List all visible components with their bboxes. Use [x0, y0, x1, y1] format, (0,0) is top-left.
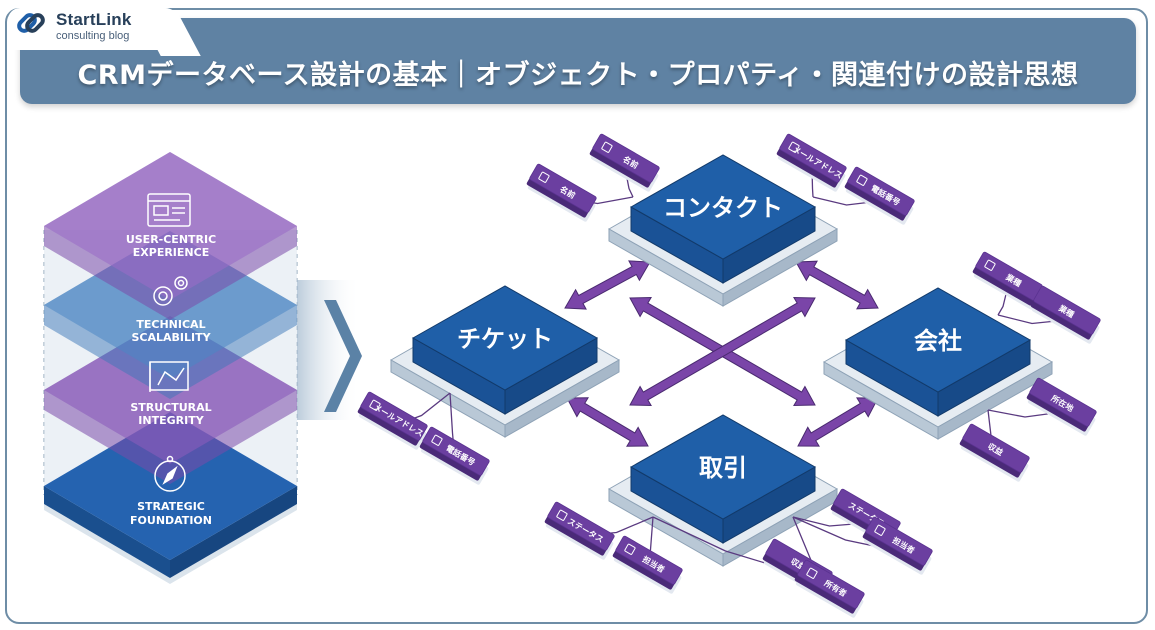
- page-title: CRMデータベース設計の基本｜オブジェクト・プロパティ・関連付けの設計思想: [77, 60, 1079, 91]
- blueprint-icon: [149, 361, 189, 392]
- building-icon: [984, 259, 996, 271]
- browser-window-icon: [147, 193, 191, 227]
- double-arrow-icon: [795, 260, 879, 310]
- layer-label-line2: FOUNDATION: [130, 514, 212, 527]
- object-company[interactable]: 会社: [822, 287, 1054, 440]
- block-top: [411, 285, 599, 391]
- object-contact[interactable]: コンタクト: [607, 154, 839, 307]
- pill-top: [422, 426, 490, 476]
- pill-top: [797, 559, 865, 609]
- property-pill[interactable]: 名前: [525, 163, 600, 222]
- layer-label-line1: STRATEGIC: [137, 500, 205, 513]
- id-card-icon: [601, 141, 613, 153]
- pill-top: [865, 516, 933, 566]
- chain-link-icon: [17, 13, 45, 33]
- gears-icon: [153, 276, 188, 306]
- property-pill[interactable]: 担当者: [861, 516, 936, 575]
- property-pill[interactable]: 電話番号: [418, 426, 493, 485]
- property-pill[interactable]: ステータス: [543, 501, 618, 560]
- title-banner: [20, 18, 1136, 104]
- layer-side-right: [170, 486, 297, 578]
- property-pill[interactable]: 所有者: [793, 559, 868, 618]
- layer-top: [44, 412, 297, 560]
- property-pill[interactable]: 電話番号: [843, 166, 918, 225]
- association-arrow: [564, 260, 651, 310]
- association-arrow: [629, 296, 816, 407]
- object-deal[interactable]: 取引: [607, 414, 839, 567]
- mail-icon: [369, 399, 381, 411]
- double-arrow-icon: [566, 397, 649, 447]
- double-arrow-icon: [564, 260, 651, 310]
- pill-top: [779, 133, 847, 183]
- compass-icon: [154, 455, 186, 492]
- pill-top: [962, 423, 1030, 473]
- layer-label-line2: INTEGRITY: [138, 414, 204, 427]
- crm-objects: コンタクト名前名前メールアドレス電話番号チケットメールアドレス電話番号会社業種業…: [356, 133, 1104, 618]
- base-plate-side: [937, 361, 1053, 440]
- double-arrow-icon: [797, 397, 879, 447]
- property-pill[interactable]: 業種: [1029, 285, 1104, 344]
- pill-top: [1033, 285, 1101, 335]
- pill-top: [529, 163, 597, 213]
- object-label: 会社: [914, 327, 962, 355]
- pill-top: [360, 391, 428, 441]
- mail-icon: [788, 141, 800, 153]
- folder-icon: [624, 543, 636, 555]
- property-pill[interactable]: 担当者: [611, 535, 686, 594]
- layer-label-line1: USER-CENTRIC: [126, 233, 216, 246]
- base-plate-side: [722, 228, 838, 307]
- base-plate-side: [504, 359, 620, 438]
- property-pill[interactable]: 所在地: [1025, 377, 1100, 436]
- people-icon: [806, 567, 818, 579]
- pill-top: [1029, 377, 1097, 427]
- layer-strategic-foundation: [44, 412, 297, 584]
- layer-label-line1: TECHNICAL: [136, 318, 205, 331]
- chevron-right-icon: [324, 300, 362, 412]
- object-label: 取引: [699, 454, 747, 482]
- object-label: チケット: [457, 325, 553, 353]
- block-top: [844, 287, 1032, 393]
- property-pill[interactable]: 収益: [958, 423, 1033, 482]
- layer-side-left: [44, 486, 170, 578]
- association-arrow: [566, 397, 649, 447]
- object-ticket[interactable]: チケット: [389, 285, 621, 438]
- property-pill[interactable]: メールアドレス: [356, 391, 431, 450]
- layer-stack: USER-CENTRIC EXPERIENCE TECHNICAL SCALAB…: [43, 152, 362, 584]
- globe-icon: [556, 509, 568, 521]
- association-arrow: [795, 260, 879, 310]
- brand-name[interactable]: StartLink: [56, 10, 132, 29]
- phone-icon: [431, 434, 443, 446]
- person-icon: [538, 171, 550, 183]
- property-pill[interactable]: 業種: [971, 251, 1046, 310]
- person-icon: [874, 524, 886, 536]
- pill-top: [547, 501, 615, 551]
- layer-label-line2: SCALABILITY: [131, 331, 211, 344]
- phone-icon: [856, 174, 868, 186]
- pill-top: [615, 535, 683, 585]
- association-arrows: [564, 260, 879, 447]
- object-label: コンタクト: [663, 194, 783, 222]
- brand-tagline: consulting blog: [56, 30, 130, 42]
- association-arrow: [797, 397, 879, 447]
- block-top: [629, 414, 817, 520]
- block-top: [629, 154, 817, 260]
- property-pill[interactable]: 名前: [588, 133, 663, 192]
- pill-top: [847, 166, 915, 216]
- pill-top: [592, 133, 660, 183]
- layer-label-line2: EXPERIENCE: [133, 246, 209, 259]
- layer-label-line1: STRUCTURAL: [130, 401, 211, 414]
- double-arrow-icon: [629, 296, 816, 407]
